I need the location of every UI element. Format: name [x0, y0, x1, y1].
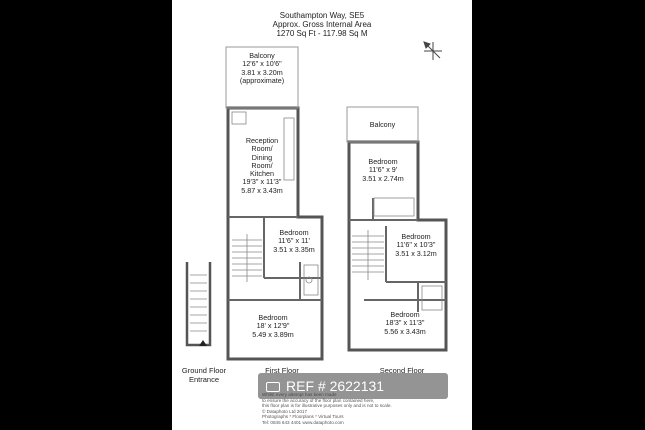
room-name: Bedroom	[368, 157, 398, 166]
room-size-metric: 3.51 x 3.35m	[273, 244, 315, 254]
plan-header: Southampton Way, SE5 Approx. Gross Inter…	[172, 11, 472, 39]
room-size-metric: 5.49 x 3.89m	[252, 329, 294, 339]
area-label: Approx. Gross Internal Area	[272, 20, 372, 30]
room-name: Bedroom	[390, 310, 420, 319]
room-bedroom-second-2: Bedroom 11'6" x 10'3" 3.51 x 3.12m	[388, 232, 444, 258]
room-size-imperial: 18' x 12'9"	[256, 321, 290, 331]
reference-watermark: REF # 2622131	[258, 373, 448, 399]
north-arrow-icon	[423, 41, 442, 60]
entrance-arrow-icon	[199, 340, 207, 346]
floor-name: Ground Floor	[181, 366, 227, 375]
room-reception: Reception Room/ Dining Room/ Kitchen 19'…	[232, 136, 292, 195]
room-name: Bedroom	[401, 232, 431, 241]
address: Southampton Way, SE5	[279, 11, 365, 20]
fineprint-line: to ensure the accuracy of the floor plan…	[262, 397, 375, 403]
room-size-imperial: 19'3" x 11'3"	[242, 177, 282, 187]
room-bedroom-first-2: Bedroom 18' x 12'9" 5.49 x 3.89m	[228, 313, 318, 339]
room-name: Bedroom	[279, 228, 309, 237]
room-bedroom-second-1: Bedroom 11'6" x 9' 3.51 x 2.74m	[350, 157, 416, 183]
room-size-metric: 3.81 x 3.20m	[241, 67, 283, 77]
room-name: Dining	[251, 152, 273, 162]
room-size-metric: 3.51 x 2.74m	[362, 173, 404, 183]
bath-first	[303, 264, 319, 296]
room-size-imperial: 12'6" x 10'6"	[242, 59, 282, 69]
room-balcony-second: Balcony	[347, 120, 418, 129]
floor-label-ground: Ground Floor Entrance	[176, 366, 232, 384]
kitchen-unit	[231, 111, 247, 125]
fineprint-line: Photographs * Floorplans * Virtual Tours	[262, 414, 344, 419]
room-size-imperial: 11'6" x 11'	[278, 236, 310, 246]
floor-label-second: Second Floor	[379, 366, 425, 375]
wc	[305, 276, 313, 284]
reference-number: REF # 2622131	[286, 378, 385, 394]
stairs-ground	[190, 274, 207, 332]
room-name: Balcony	[249, 51, 275, 60]
room-name: Room/	[251, 144, 273, 154]
kitchen-counter	[283, 117, 295, 181]
floor-label-first: First Floor	[265, 366, 299, 375]
room-name: Kitchen	[250, 169, 274, 179]
balcony-first-outline	[225, 46, 299, 109]
room-size-imperial: 11'6" x 10'3"	[396, 240, 436, 250]
bath-second-1	[373, 197, 415, 217]
room-size-metric: 3.51 x 3.12m	[395, 248, 437, 258]
area-value: 1270 Sq Ft - 117.98 Sq M	[276, 29, 368, 39]
room-size-metric: 5.56 x 3.43m	[384, 326, 426, 336]
fineprint-line: this floor plan is for illustrative purp…	[262, 403, 392, 408]
room-note: (approximate)	[239, 75, 285, 85]
fineprint-line: Tel: 0845 643 4401 www.dataphoto.com	[262, 419, 344, 425]
ground-floor-outline	[185, 262, 212, 347]
room-name: Room/	[251, 160, 273, 170]
room-size-imperial: 11'6" x 9'	[368, 165, 398, 175]
stairs-first	[232, 234, 262, 282]
camera-icon	[266, 382, 280, 393]
balcony-second-outline	[346, 106, 419, 143]
room-size-metric: 5.87 x 3.43m	[241, 185, 283, 195]
room-bedroom-first-1: Bedroom 11'6" x 11' 3.51 x 3.35m	[268, 228, 320, 254]
room-bedroom-second-3: Bedroom 18'3" x 11'3" 5.56 x 3.43m	[365, 310, 445, 336]
stairs-second	[352, 230, 384, 280]
bath-second-2	[421, 285, 443, 311]
room-name: Bedroom	[258, 313, 288, 322]
fineprint-line: © Dataphoto Ltd 2017	[262, 408, 308, 414]
floor-name: Entrance	[188, 374, 220, 384]
room-balcony-first: Balcony 12'6" x 10'6" 3.81 x 3.20m (appr…	[226, 51, 298, 85]
room-name: Balcony	[369, 120, 396, 129]
room-size-imperial: 18'3" x 11'3"	[385, 318, 425, 328]
room-name: Reception	[245, 136, 279, 145]
